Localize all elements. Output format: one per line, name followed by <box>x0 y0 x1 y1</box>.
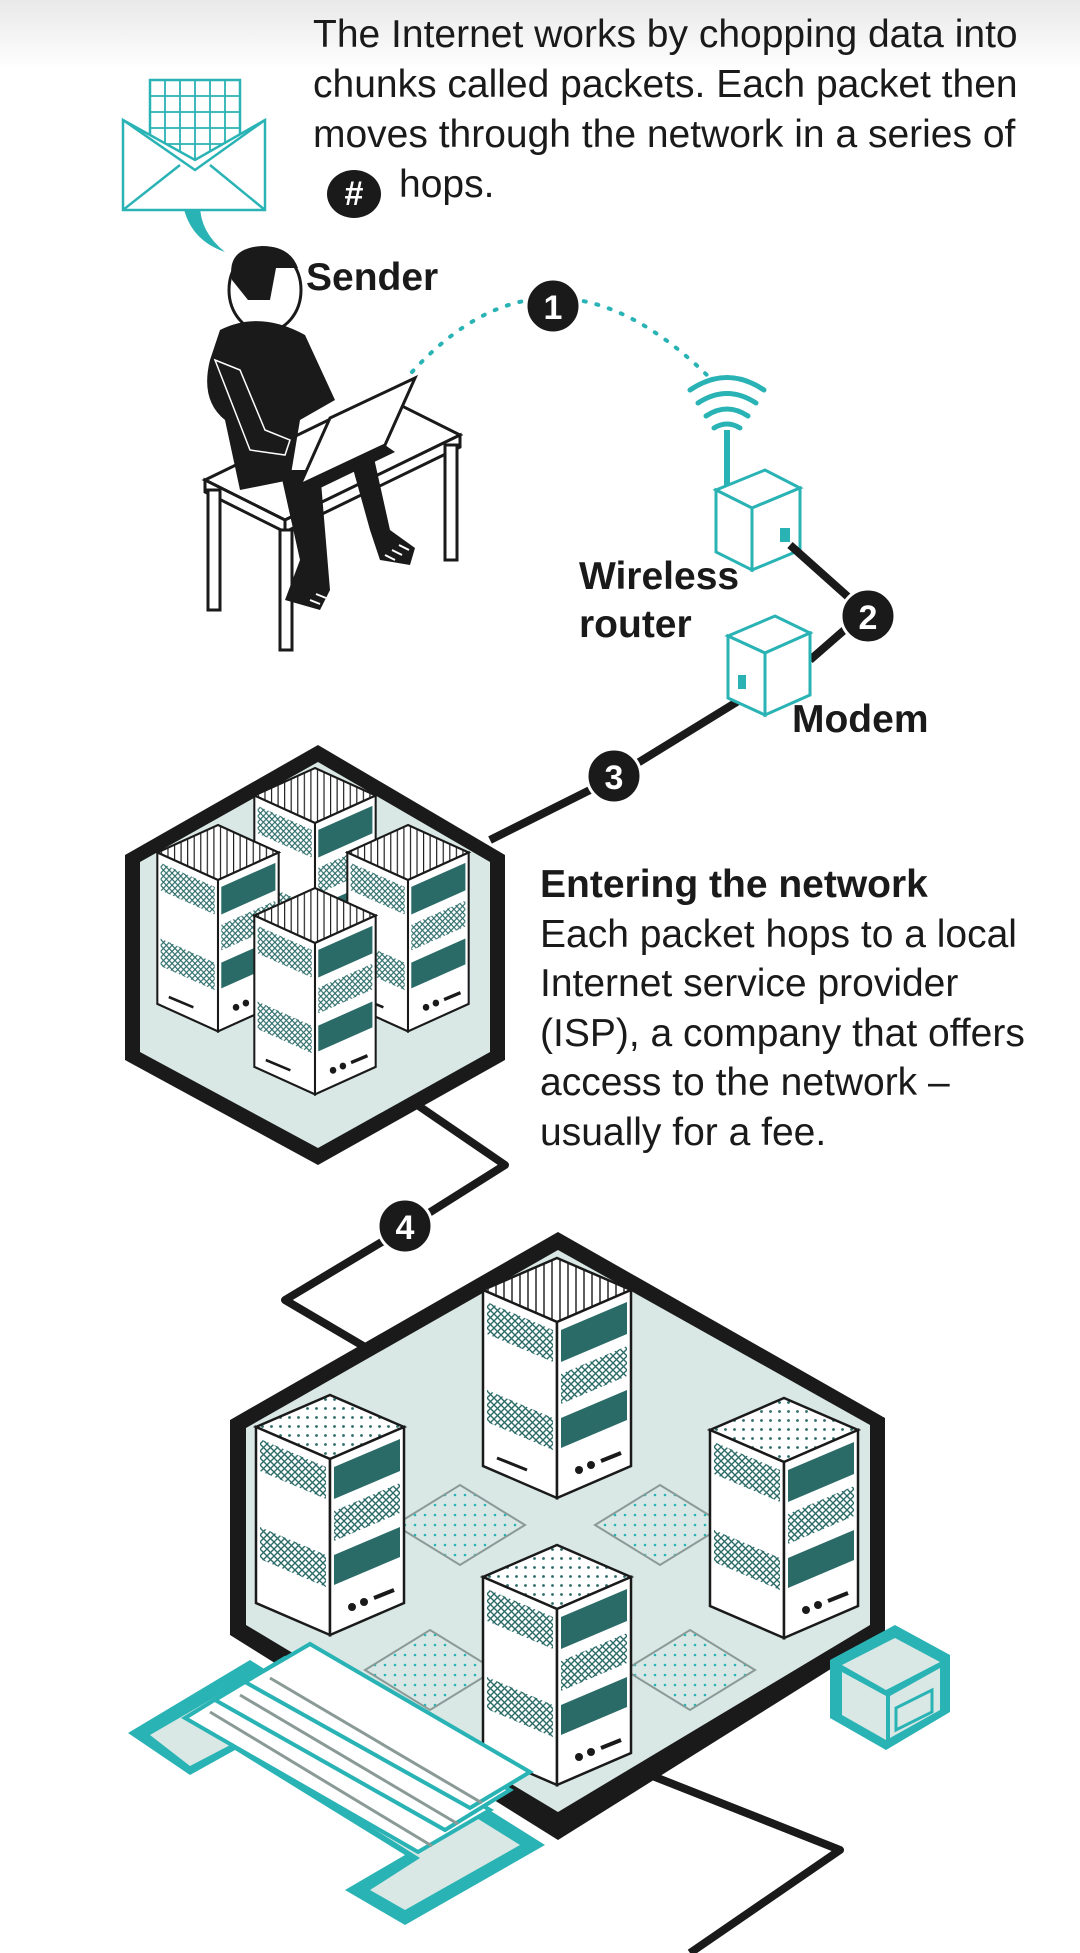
intro-text-main: The Internet works by chopping data into… <box>313 13 1018 156</box>
laptop <box>296 374 419 492</box>
top-shade <box>0 0 1080 70</box>
router-label: Wireless router <box>579 553 739 649</box>
hop-badge-1: 1 <box>524 277 582 335</box>
intro-text-end: hops. <box>399 163 495 206</box>
sender-person <box>207 246 415 610</box>
isp-cluster <box>125 745 505 1165</box>
wifi-icon <box>687 375 767 431</box>
hop-number-2: 2 <box>859 599 878 637</box>
intro-text: The Internet works by chopping data into… <box>313 10 1053 218</box>
section-title: Entering the network <box>540 863 928 906</box>
sender-label: Sender <box>306 256 439 299</box>
wireless-router <box>687 375 804 573</box>
envelope-icon <box>121 78 267 252</box>
modem-label: Modem <box>792 698 929 741</box>
teal-box <box>830 1625 950 1750</box>
data-center <box>230 1232 885 1840</box>
cooling-pipes <box>128 1641 545 1925</box>
modem <box>724 614 814 718</box>
hop-badge-2: 2 <box>839 587 897 645</box>
section-body: Each packet hops to a local Internet ser… <box>540 912 1025 1154</box>
hop-badge-3: 3 <box>585 747 643 805</box>
hop-badge-4: 4 <box>376 1197 434 1255</box>
hop-number-4: 4 <box>396 1209 415 1247</box>
router-label-line2: router <box>579 603 692 646</box>
entering-network-section: Entering the network Each packet hops to… <box>540 860 1060 1157</box>
hash-badge-icon: # <box>327 170 381 218</box>
hop-number-1: 1 <box>544 289 563 327</box>
router-label-line1: Wireless <box>579 555 740 598</box>
hop-number-3: 3 <box>605 759 624 797</box>
